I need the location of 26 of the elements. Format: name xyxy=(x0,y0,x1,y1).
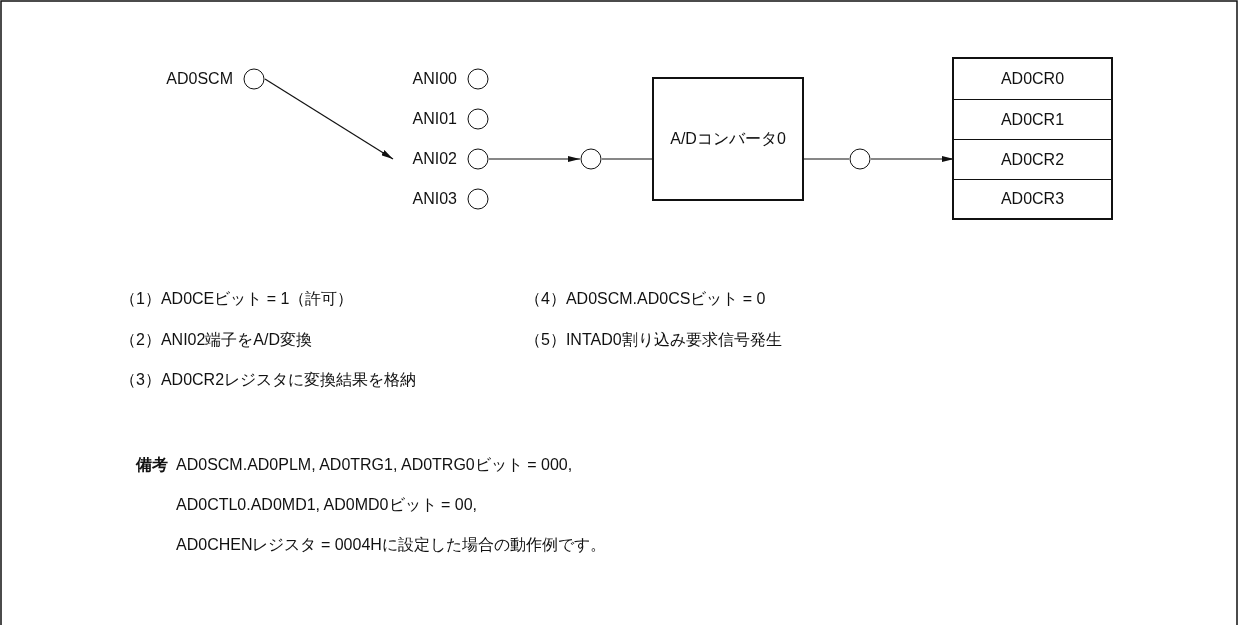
step-text: （1）AD0CEビット = 1（許可） xyxy=(120,289,354,309)
note-text: AD0CTL0.AD0MD1, AD0MD0ビット = 00, xyxy=(176,495,477,515)
note-text: AD0CHENレジスタ = 0004Hに設定した場合の動作例です。 xyxy=(176,535,606,555)
terminal-circle xyxy=(580,148,602,170)
register-cell: AD0CR3 xyxy=(954,179,1111,218)
pin-label: ANI02 xyxy=(412,150,457,168)
step-text: （2）ANI02端子をA/D変換 xyxy=(120,330,313,350)
connector-line xyxy=(601,158,653,160)
step-text: （4）AD0SCM.AD0CSビット = 0 xyxy=(525,289,766,309)
register-cell: AD0CR2 xyxy=(954,139,1111,179)
step-text: （5）INTAD0割り込み要求信号発生 xyxy=(525,330,782,350)
pin-label: AD0SCM xyxy=(166,70,233,88)
register-cell: AD0CR1 xyxy=(954,99,1111,139)
arrow xyxy=(264,78,394,160)
register-box xyxy=(952,57,1113,220)
note-heading: 備考 xyxy=(136,455,168,475)
register-cell: AD0CR0 xyxy=(954,59,1111,99)
terminal-circle xyxy=(849,148,871,170)
connector-line xyxy=(803,158,850,160)
converter-box: A/Dコンバータ0 xyxy=(652,77,804,201)
pin-label: ANI01 xyxy=(412,110,457,128)
pin-label: ANI03 xyxy=(412,190,457,208)
note-text: AD0SCM.AD0PLM, AD0TRG1, AD0TRG0ビット = 000, xyxy=(176,455,573,475)
step-text: （3）AD0CR2レジスタに変換結果を格納 xyxy=(120,370,417,390)
arrow xyxy=(488,156,581,162)
pin-label: ANI00 xyxy=(412,70,457,88)
